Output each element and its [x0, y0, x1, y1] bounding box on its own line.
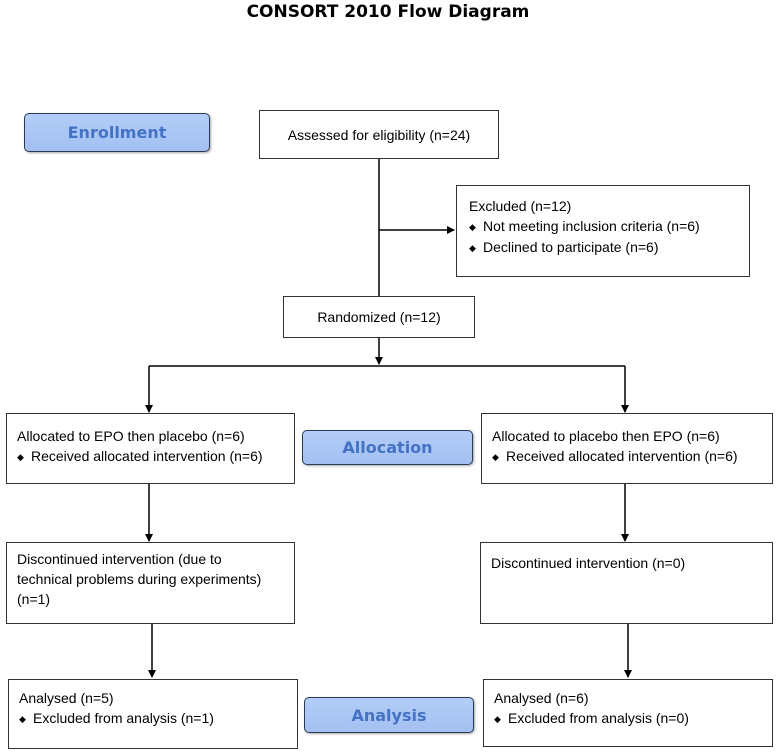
- left-excluded-item: ◆ Excluded from analysis (n=1): [19, 708, 297, 729]
- bullet-icon: ◆: [494, 714, 501, 724]
- stage-label-enrollment: Enrollment: [24, 113, 210, 152]
- right-excluded-item: ◆ Excluded from analysis (n=0): [494, 708, 772, 729]
- assessed-box: Assessed for eligibility (n=24): [259, 110, 499, 159]
- right-allocation-box: Allocated to placebo then EPO (n=6) ◆ Rec…: [481, 413, 773, 484]
- stage-label-analysis: Analysis: [304, 697, 474, 733]
- randomized-box: Randomized (n=12): [283, 296, 475, 338]
- right-followup-text: Discontinued intervention (n=0): [491, 555, 686, 571]
- left-followup-box: Discontinued intervention (due to techni…: [6, 542, 295, 624]
- bullet-icon: ◆: [19, 714, 26, 724]
- right-analysed-text: Analysed (n=6): [494, 690, 589, 706]
- right-analysis-box: Analysed (n=6) ◆ Excluded from analysis (…: [483, 679, 773, 747]
- excluded-box: Excluded (n=12) ◆ Not meeting inclusion c…: [456, 185, 750, 277]
- left-analysed-text: Analysed (n=5): [19, 690, 114, 706]
- bullet-icon: ◆: [492, 452, 499, 462]
- left-excluded-text: Excluded from analysis (n=1): [33, 710, 214, 726]
- excluded-item-text: Declined to participate (n=6): [483, 239, 659, 255]
- right-received-item: ◆ Received allocated intervention (n=6): [492, 446, 772, 467]
- excluded-heading: Excluded (n=12): [469, 198, 572, 214]
- left-allocation-box: Allocated to EPO then placebo (n=6) ◆ Rec…: [6, 413, 295, 484]
- right-followup-box: Discontinued intervention (n=0): [480, 542, 773, 624]
- left-followup-line: (n=1): [17, 591, 51, 607]
- stage-label-allocation: Allocation: [302, 430, 473, 465]
- left-analysis-box: Analysed (n=5) ◆ Excluded from analysis (…: [8, 679, 298, 749]
- left-received-item: ◆ Received allocated intervention (n=6): [17, 446, 294, 467]
- excluded-item: ◆ Not meeting inclusion criteria (n=6): [469, 216, 749, 237]
- assessed-text: Assessed for eligibility (n=24): [287, 126, 471, 143]
- left-allocated-text: Allocated to EPO then placebo (n=6): [17, 428, 245, 444]
- right-allocated-text: Allocated to placebo then EPO (n=6): [492, 428, 720, 444]
- right-received-text: Received allocated intervention (n=6): [506, 448, 738, 464]
- excluded-item: ◆ Declined to participate (n=6): [469, 237, 749, 258]
- right-excluded-text: Excluded from analysis (n=0): [508, 710, 689, 726]
- left-followup-line: technical problems during experiments): [17, 571, 262, 587]
- randomized-text: Randomized (n=12): [317, 309, 441, 325]
- bullet-icon: ◆: [469, 222, 476, 232]
- bullet-icon: ◆: [17, 452, 24, 462]
- page-title: CONSORT 2010 Flow Diagram: [246, 2, 530, 22]
- excluded-item-text: Not meeting inclusion criteria (n=6): [483, 218, 700, 234]
- left-followup-line: Discontinued intervention (due to: [17, 551, 222, 567]
- bullet-icon: ◆: [469, 243, 476, 253]
- left-received-text: Received allocated intervention (n=6): [31, 448, 263, 464]
